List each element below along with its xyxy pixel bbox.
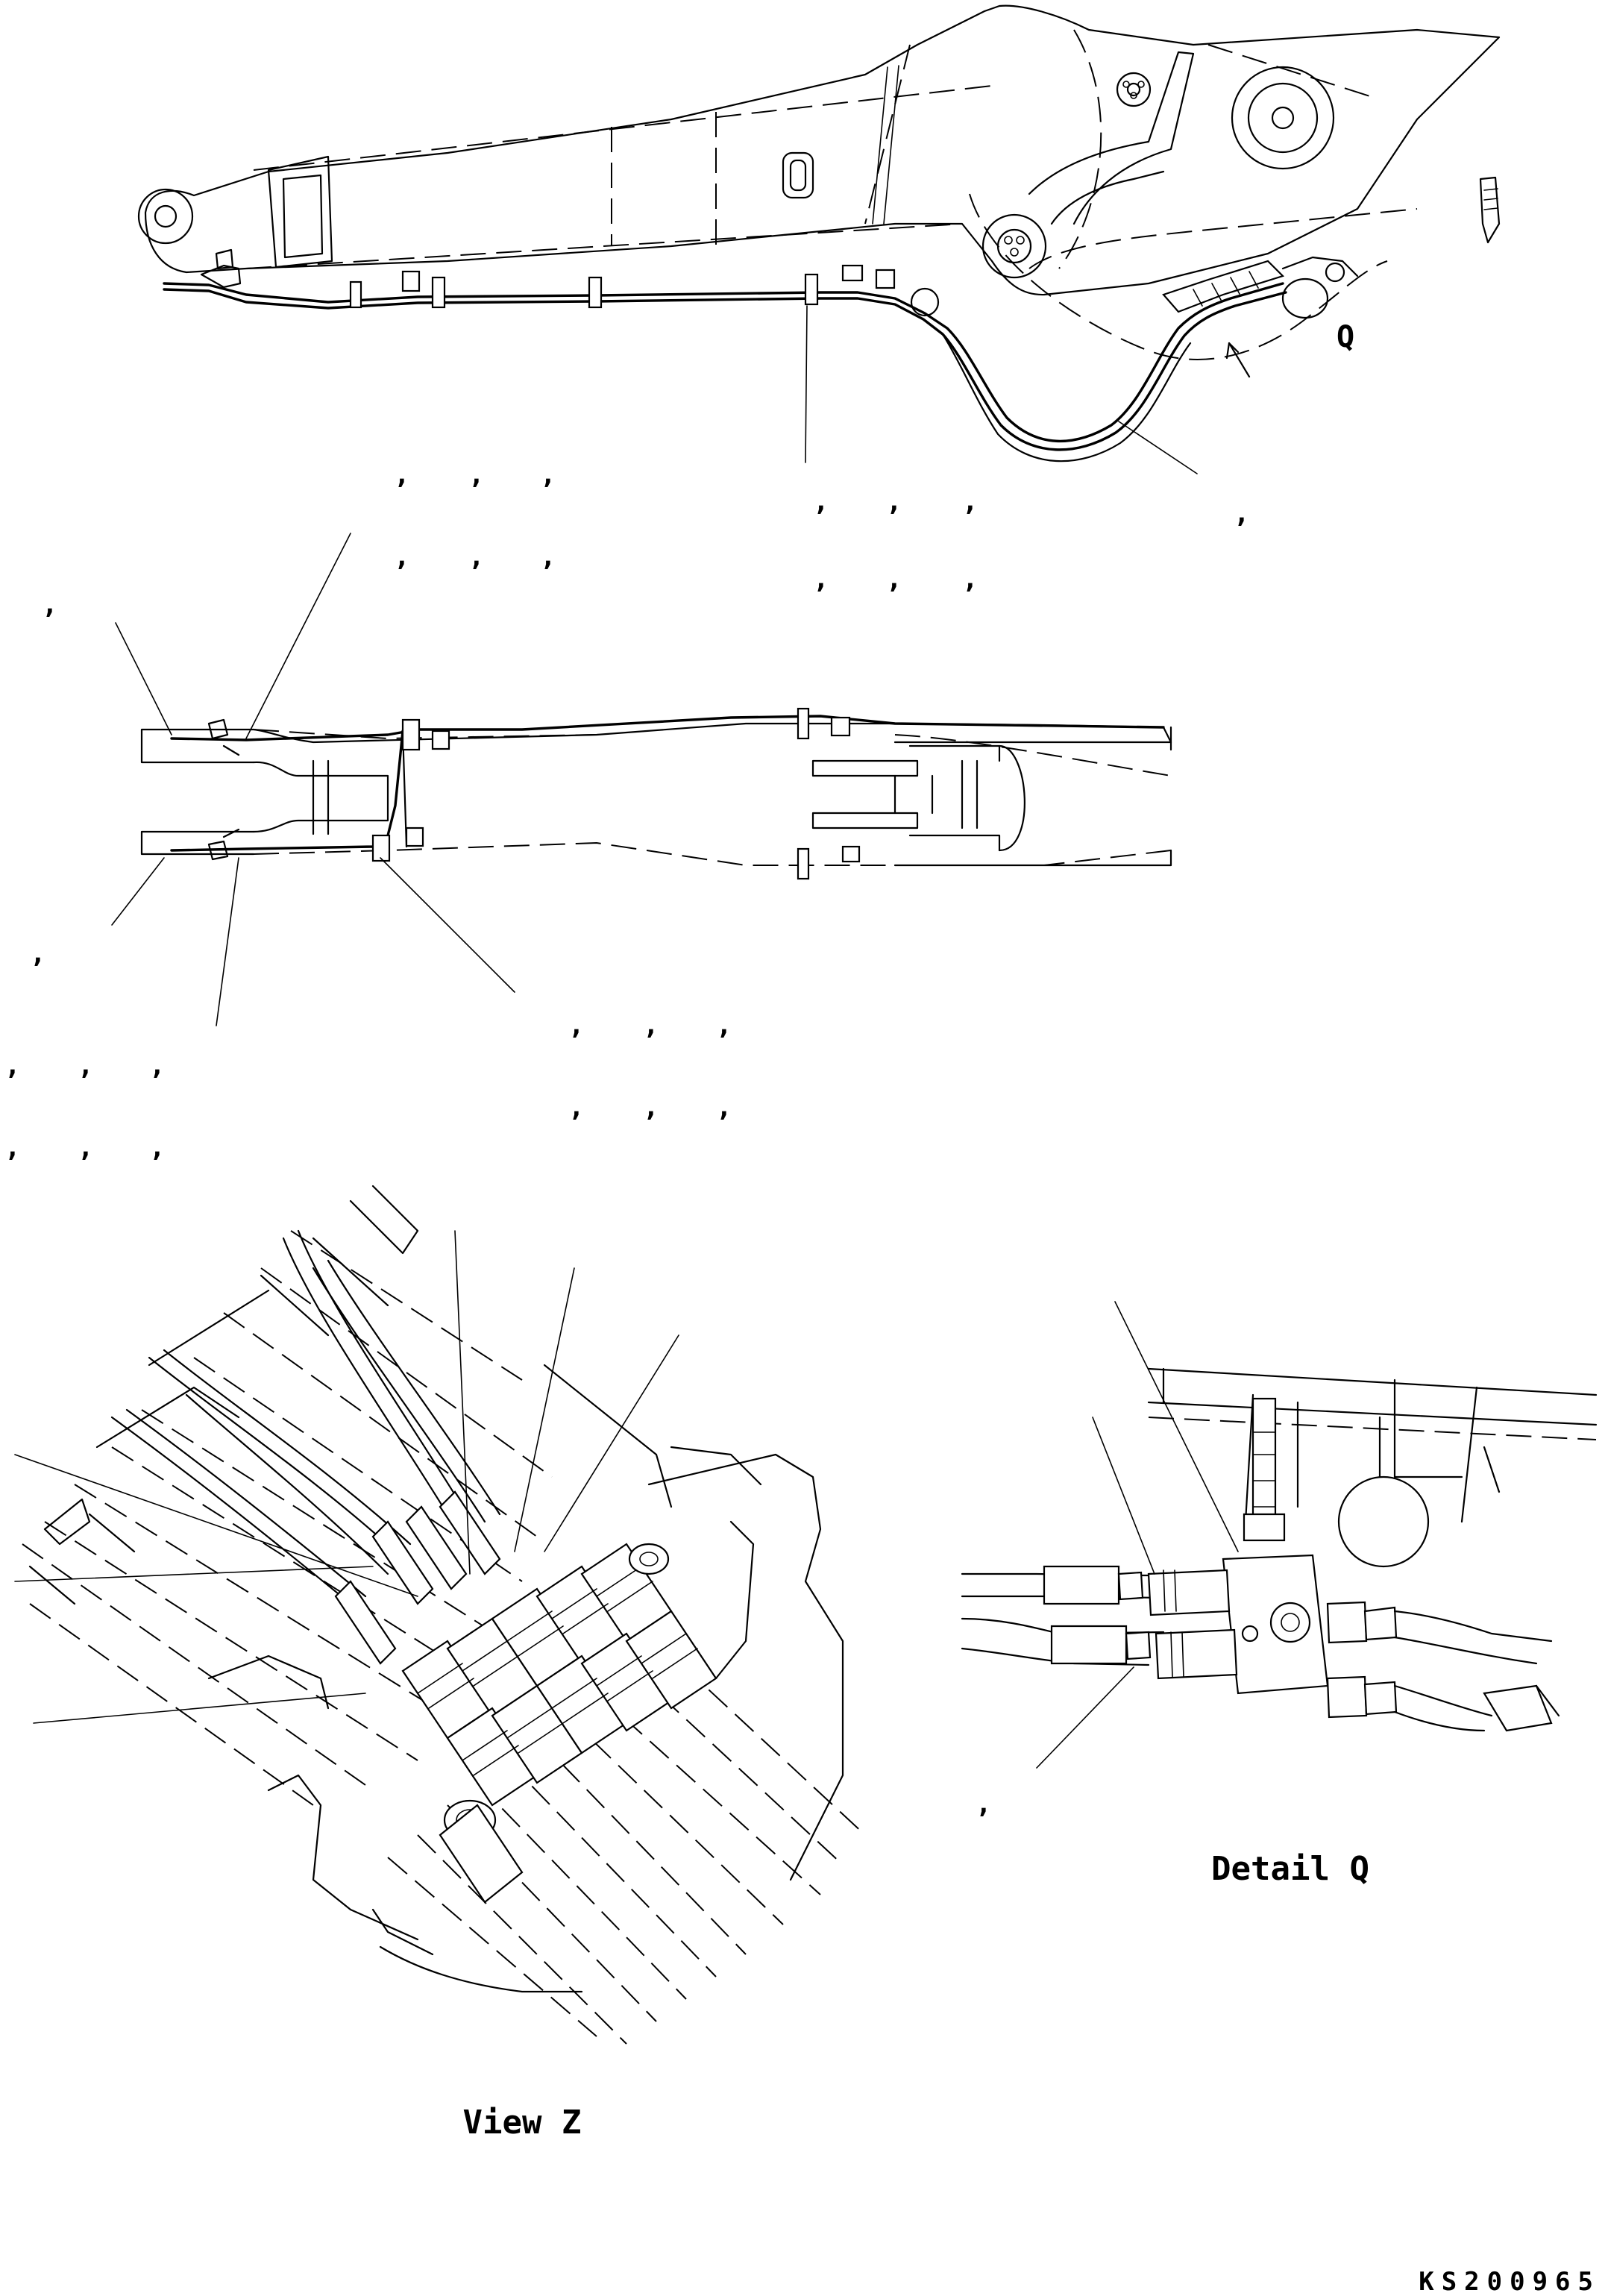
callout-separator: , bbox=[1234, 498, 1250, 529]
callout-separator: , bbox=[149, 1050, 166, 1081]
callout-separator: , bbox=[78, 1050, 94, 1081]
callout-separator: , bbox=[716, 1092, 732, 1123]
callout-separator: , bbox=[886, 486, 902, 517]
quick-couplers bbox=[401, 1543, 717, 1904]
callout-separator: , bbox=[568, 1010, 585, 1041]
callout-separator: , bbox=[394, 459, 410, 490]
drawing-code: KS200965 bbox=[1419, 2267, 1601, 2296]
hose-sleeves bbox=[334, 1490, 501, 1665]
view-z: View Z bbox=[14, 1185, 866, 2142]
detail-q: , Detail Q bbox=[961, 1301, 1598, 1888]
callout-separator: , bbox=[813, 564, 829, 595]
callout-separator: , bbox=[962, 486, 979, 517]
callout-separator: , bbox=[4, 1050, 21, 1081]
callout-separator: , bbox=[394, 542, 410, 572]
callout-separator: , bbox=[78, 1132, 94, 1163]
detail-q-caption: Detail Q bbox=[1211, 1850, 1369, 1888]
callout-separator: , bbox=[962, 564, 979, 595]
callout-separator: , bbox=[716, 1010, 732, 1041]
callout-separator: , bbox=[149, 1132, 166, 1163]
callout-separator: , bbox=[976, 1789, 992, 1819]
callout-separator: , bbox=[42, 589, 58, 620]
callout-separator: , bbox=[643, 1092, 659, 1123]
callout-separator: , bbox=[643, 1010, 659, 1041]
detail-q-callout: Q bbox=[1337, 320, 1354, 354]
arm-top-view bbox=[111, 533, 1172, 1026]
callout-separators-top: , , , , , , , , , , , , , , bbox=[42, 459, 1250, 620]
callout-separators-middle: , , , , , , , , , , , , , bbox=[4, 938, 732, 1163]
callout-separator: , bbox=[813, 486, 829, 517]
callout-separator: , bbox=[468, 459, 485, 490]
callout-separator: , bbox=[30, 938, 46, 969]
callout-separator: , bbox=[886, 564, 902, 595]
callout-separator: , bbox=[540, 459, 556, 490]
callout-separator: , bbox=[540, 542, 556, 572]
view-z-caption: View Z bbox=[463, 2104, 582, 2142]
arm-side-view: Q bbox=[137, 4, 1501, 474]
callout-separator: , bbox=[468, 542, 485, 572]
callout-separator: , bbox=[568, 1092, 585, 1123]
callout-separator: , bbox=[4, 1132, 21, 1163]
